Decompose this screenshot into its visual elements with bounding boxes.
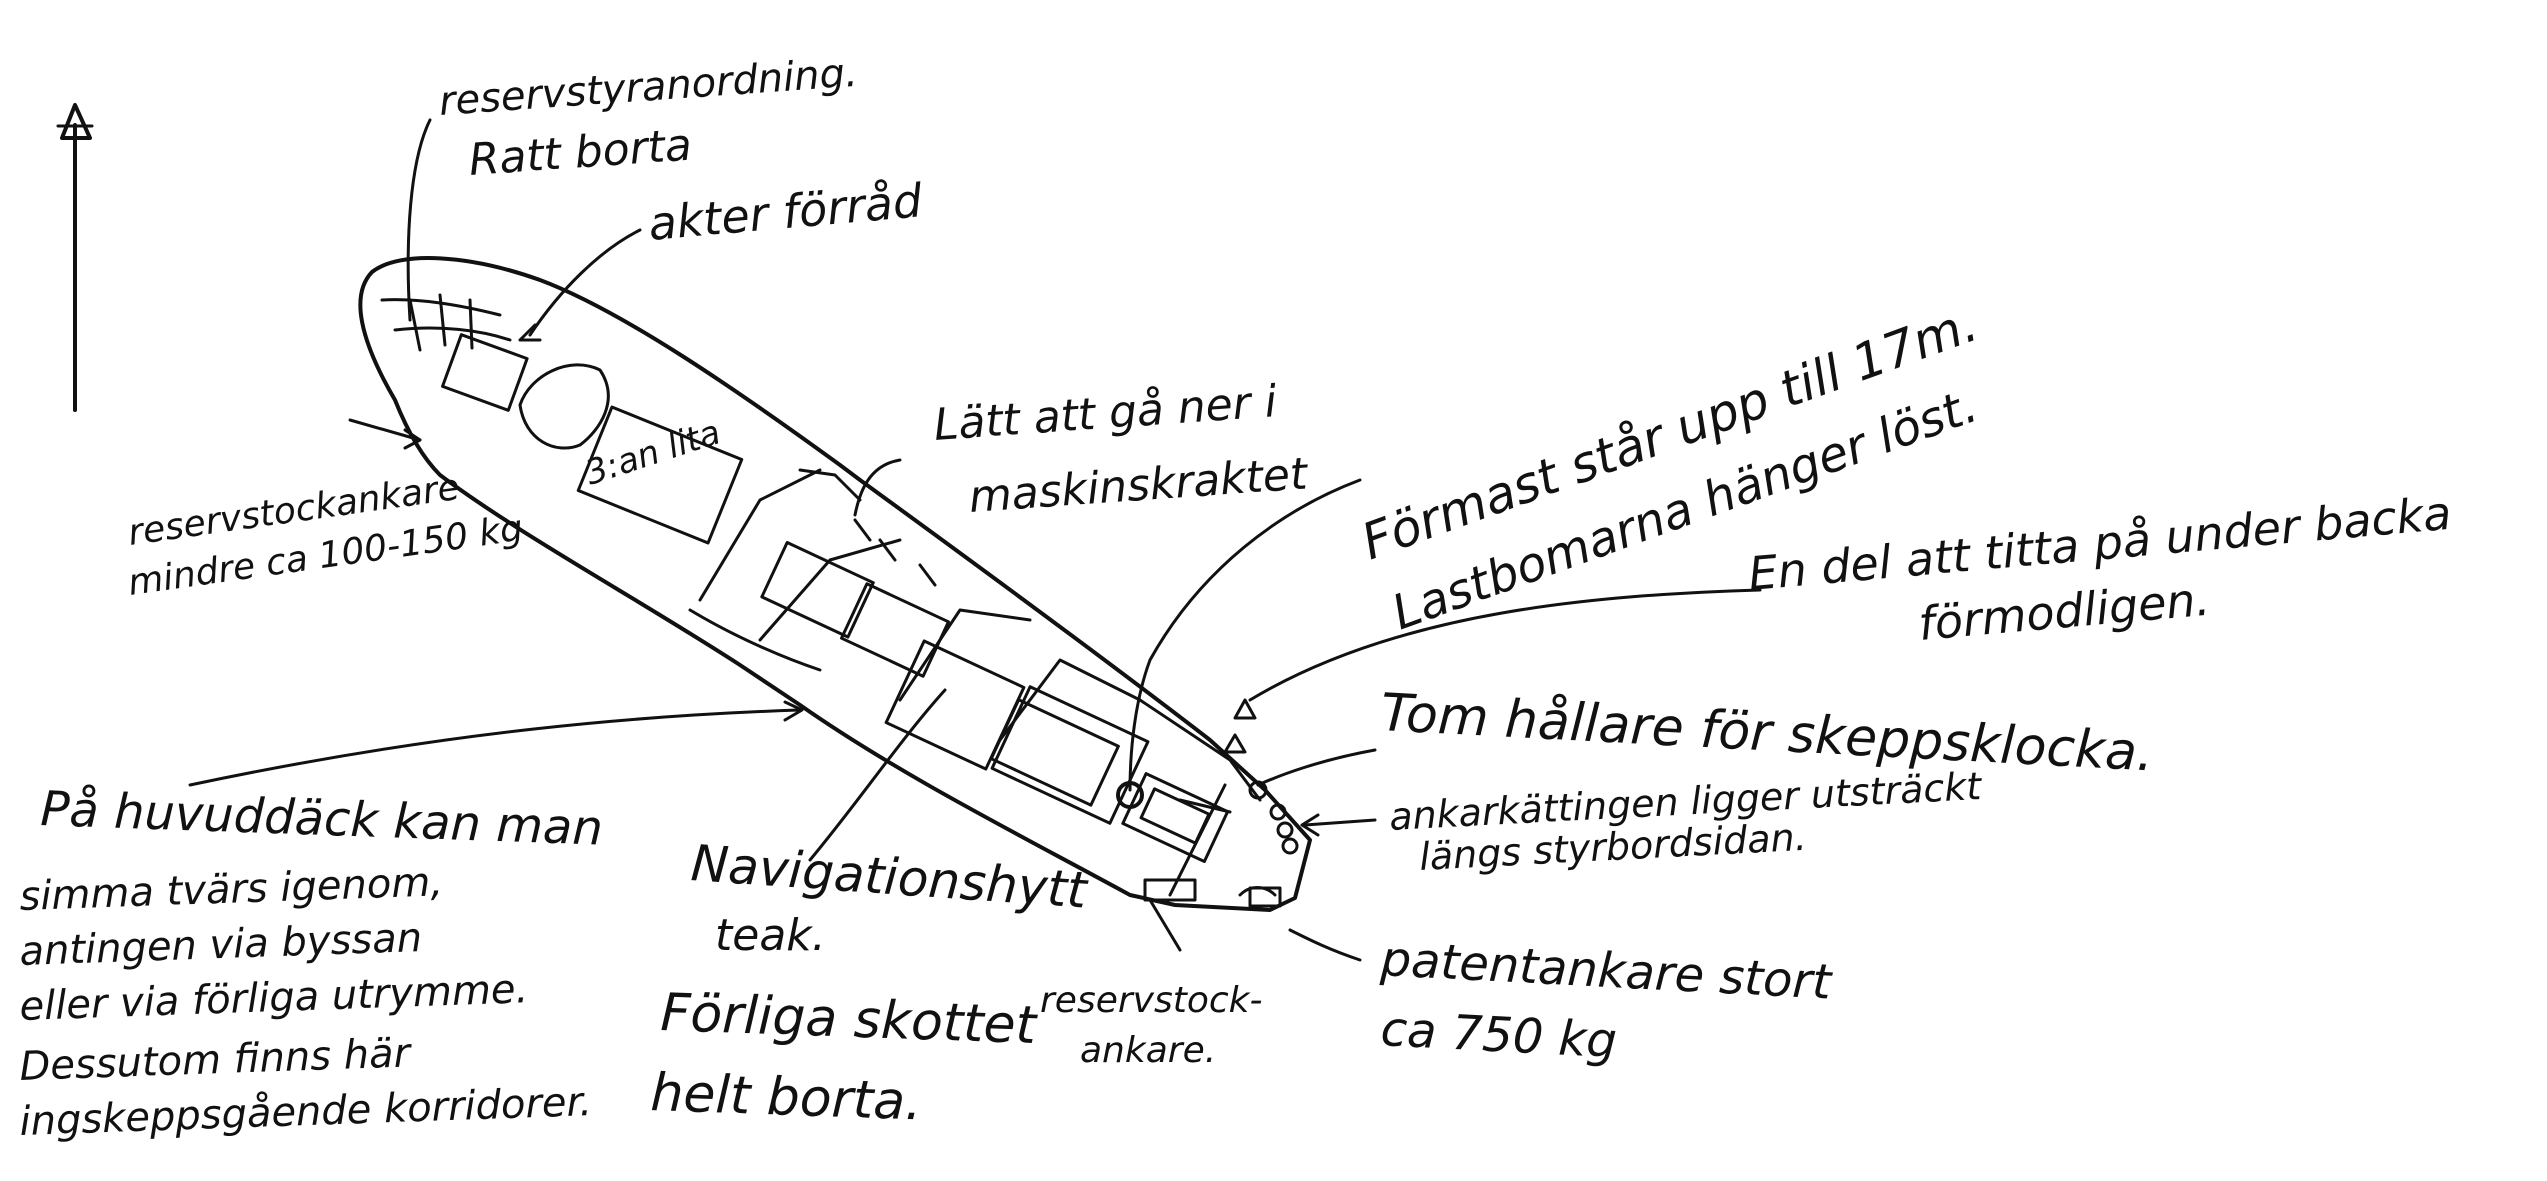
label-huvud-1: På huvuddäck kan man <box>40 781 604 857</box>
label-huvud-6: ingskeppsgående korridorer. <box>19 1079 593 1145</box>
leader-lines <box>188 118 1762 962</box>
annotation-patent: patentankare stort ca 750 kg <box>1378 931 1834 1069</box>
label-navhytt-2: teak. <box>715 910 826 961</box>
label-forliga-2: helt borta. <box>650 1063 923 1132</box>
label-fel-2: förmodligen. <box>1916 572 2212 651</box>
annotation-reservankare: reservstockankare mindre ca 100-150 kg <box>126 467 526 604</box>
deck-markers <box>853 518 1299 855</box>
label-latt-1: Lätt att gå ner i <box>932 376 1279 451</box>
label-reservstyr-2: Ratt borta <box>467 120 693 186</box>
label-patent-2: ca 750 kg <box>1379 1001 1618 1069</box>
label-akter: akter förråd <box>646 173 925 251</box>
annotation-reservstock: reservstock- ankare. <box>1040 980 1263 1071</box>
label-forliga-1: Förliga skottet <box>660 983 1039 1056</box>
label-huvud-4: eller via förliga utrymme. <box>19 966 529 1030</box>
label-latt-2: maskinskraktet <box>967 448 1310 523</box>
annotation-huvuddack: På huvuddäck kan man simma tvärs igenom,… <box>19 781 604 1145</box>
annotation-navhytt: Navigationshytt teak. <box>689 834 1091 961</box>
annotation-latt: Lätt att gå ner i maskinskraktet <box>932 376 1310 523</box>
label-huvud-3: antingen via byssan <box>19 915 423 975</box>
label-patent-1: patentankare stort <box>1378 931 1834 1011</box>
annotation-ankarkatting: ankarkättingen ligger utsträckt längs st… <box>1388 764 1984 879</box>
north-arrow-icon <box>56 103 94 412</box>
deck-structures <box>441 333 1282 908</box>
label-huvud-2: simma tvärs igenom, <box>19 859 444 920</box>
annotation-reservstyr: reservstyranordning. Ratt borta <box>437 50 859 186</box>
annotation-fel: En del att titta på under backa förmodli… <box>1746 486 2453 651</box>
navigation-house <box>884 639 1026 771</box>
label-reservstock-1: reservstock- <box>1040 980 1263 1021</box>
label-navhytt-1: Navigationshytt <box>689 834 1091 920</box>
label-hallare: Tom hållare för skeppsklocka. <box>1379 683 2155 783</box>
label-reservstock-2: ankare. <box>1080 1030 1216 1071</box>
annotation-formast: Förmast står upp till 17m. Lastbomarna h… <box>1354 294 1985 641</box>
label-reservstyr-1: reservstyranordning. <box>437 50 859 125</box>
hatch-3 <box>576 405 744 545</box>
annotation-forliga: Förliga skottet helt borta. <box>650 983 1039 1132</box>
label-huvud-5: Dessutom finns här <box>19 1030 414 1090</box>
